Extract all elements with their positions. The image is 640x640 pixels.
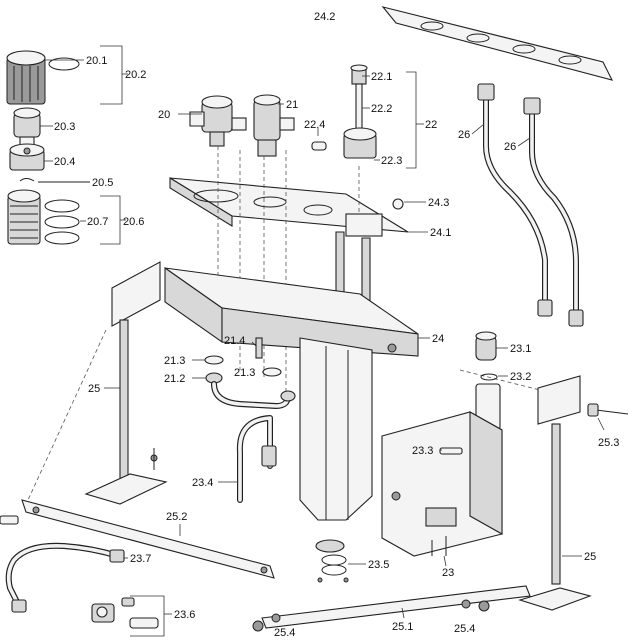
label-20-7: 20.7 [87, 216, 108, 228]
label-21-3-left: 21.3 [164, 355, 185, 367]
valve-21 [253, 94, 295, 157]
label-24: 24 [432, 333, 444, 345]
label-21-4: 21.4 [224, 335, 245, 347]
label-23-1: 23.1 [510, 343, 531, 355]
label-20: 20 [158, 109, 170, 121]
actuator-22 [311, 64, 377, 159]
label-23: 23 [442, 567, 454, 579]
label-21-3-right: 21.3 [234, 367, 255, 379]
mounting-plate-24-1 [169, 177, 409, 303]
label-25-1: 25.1 [392, 621, 413, 633]
clamp-23-5 [315, 539, 349, 583]
hose-23-7 [5, 542, 125, 613]
label-23-5: 23.5 [368, 559, 389, 571]
pipe-23-4 [236, 415, 277, 503]
label-25-2: 25.2 [166, 511, 187, 523]
label-22-1: 22.1 [371, 71, 392, 83]
hose-26-right [523, 97, 584, 327]
stand-25-left [84, 261, 168, 505]
crossbar-25-1 [252, 585, 531, 632]
label-23-4: 23.4 [192, 477, 213, 489]
label-20-2: 20.2 [125, 69, 146, 81]
label-20-4: 20.4 [54, 156, 75, 168]
callout-labels: 20.1 20.2 20.3 20.4 20.5 20.7 20.6 20 21… [54, 11, 619, 639]
housing-20-4 [9, 143, 45, 171]
label-24-1: 24.1 [430, 227, 451, 239]
filter-cartridge-20-2 [6, 50, 80, 105]
pump-23 [381, 331, 503, 557]
label-20-5: 20.5 [92, 177, 113, 189]
spring-valve-20-6 [7, 189, 80, 245]
frame-24 [164, 266, 419, 521]
label-24-2: 24.2 [314, 11, 335, 23]
crossbar-25-2 [0, 499, 275, 579]
label-23-2: 23.2 [510, 371, 531, 383]
label-26-right: 26 [504, 141, 516, 153]
clip-20-5 [19, 178, 90, 183]
stand-25-right [518, 375, 629, 611]
label-23-6: 23.6 [174, 609, 195, 621]
label-20-1: 20.1 [86, 55, 107, 67]
label-25-4-left: 25.4 [274, 627, 295, 639]
label-20-6: 20.6 [123, 216, 144, 228]
label-25-3: 25.3 [598, 437, 619, 449]
label-26-left: 26 [458, 129, 470, 141]
label-21: 21 [286, 99, 298, 111]
cover-plate-24-2 [381, 6, 614, 81]
label-22-2: 22.2 [371, 103, 392, 115]
fitting-21-x [204, 337, 296, 410]
label-20-3: 20.3 [54, 121, 75, 133]
nozzle-20-3 [13, 107, 41, 146]
valve-20 [189, 95, 247, 147]
label-22-4: 22.4 [304, 119, 325, 131]
hose-26-left [477, 83, 553, 317]
label-25-right: 25 [584, 551, 596, 563]
label-25-4-right: 25.4 [454, 623, 475, 635]
label-21-2: 21.2 [164, 373, 185, 385]
label-22-3: 22.3 [381, 155, 402, 167]
label-22: 22 [425, 119, 437, 131]
label-23-3: 23.3 [412, 445, 433, 457]
label-24-3: 24.3 [428, 197, 449, 209]
fittings-23-6 [91, 597, 159, 629]
label-23-7: 23.7 [130, 553, 151, 565]
label-25-left: 25 [88, 383, 100, 395]
